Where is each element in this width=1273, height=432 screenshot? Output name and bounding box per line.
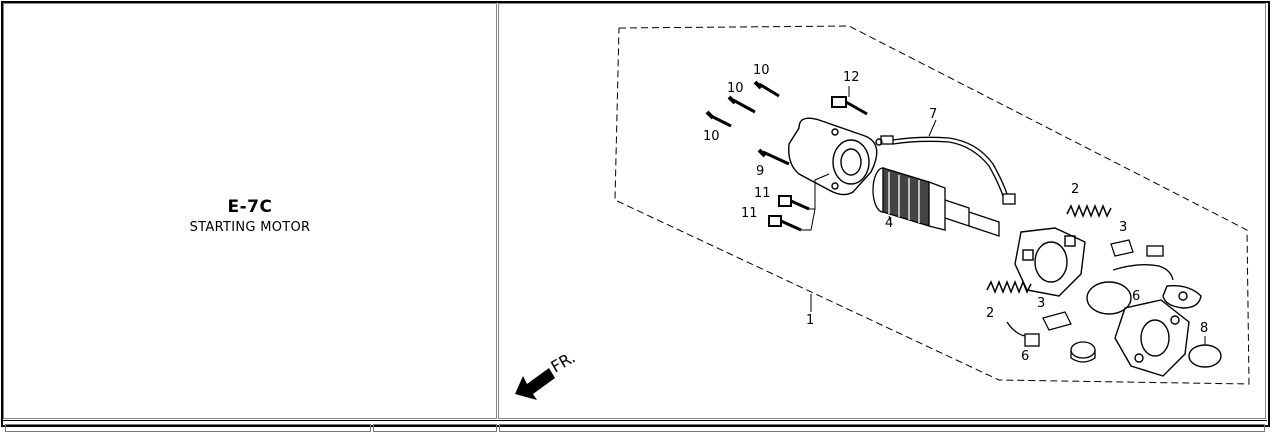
bolt-11b-icon [768, 215, 802, 232]
gasket-icon [1162, 285, 1202, 309]
section-label-cell: E-7C STARTING MOTOR [3, 3, 497, 419]
table-header-cell [5, 424, 371, 432]
diagram-cell: 10 10 10 12 7 9 11 11 4 2 3 6 1 2 3 6 8 … [498, 3, 1266, 419]
callout-2a: 2 [1071, 182, 1079, 197]
callout-1: 1 [806, 313, 814, 328]
callout-8: 8 [1200, 321, 1208, 336]
callout-10b: 10 [727, 81, 744, 96]
section-code: E-7C [227, 197, 273, 217]
callout-9: 9 [756, 164, 764, 179]
assembly-boundary [614, 25, 1250, 385]
table-header-cell [499, 424, 1265, 432]
callout-10c: 10 [703, 129, 720, 144]
brush-lead-6b-icon [1006, 321, 1040, 347]
callout-10a: 10 [753, 63, 770, 78]
table-header-cell [373, 424, 497, 432]
callout-2b: 2 [986, 306, 994, 321]
brush-lead-6a-icon [1112, 245, 1174, 281]
brush-3a-icon [1110, 239, 1134, 257]
screw-9-icon [757, 148, 790, 166]
callout-6b: 6 [1021, 349, 1029, 364]
front-label: FR. [548, 348, 579, 377]
callout-11a: 11 [754, 186, 771, 201]
screw-10b-icon [727, 95, 756, 114]
armature-icon [872, 167, 1000, 237]
o-ring-icon [1086, 281, 1132, 315]
callout-4: 4 [885, 216, 893, 231]
callout-7: 7 [929, 107, 937, 122]
parts-table-header-row [3, 420, 1267, 432]
callout-3b: 3 [1037, 296, 1045, 311]
motor-yoke-icon [788, 117, 883, 196]
callout-6a: 6 [1132, 289, 1140, 304]
screw-10a-icon [753, 80, 780, 98]
callout-12: 12 [843, 70, 860, 85]
cable-7-icon [880, 135, 1016, 205]
brush-3b-icon [1042, 311, 1072, 331]
o-ring-8-icon [1188, 344, 1222, 368]
callout-3a: 3 [1119, 220, 1127, 235]
section-title: STARTING MOTOR [189, 220, 311, 235]
brush-holder-icon [1014, 227, 1086, 297]
screw-10c-icon [705, 110, 732, 128]
bolt-11a-icon [778, 195, 810, 211]
exploded-parts-diagram: 10 10 10 12 7 9 11 11 4 2 3 6 1 2 3 6 8 … [515, 25, 1250, 400]
bushing-icon [1070, 341, 1096, 363]
front-direction-arrow-icon [515, 368, 555, 400]
rear-cover-icon [1114, 299, 1190, 377]
bolt-12-icon [831, 96, 868, 116]
spring-2a-icon [1066, 203, 1112, 219]
callout-11b: 11 [741, 206, 758, 221]
